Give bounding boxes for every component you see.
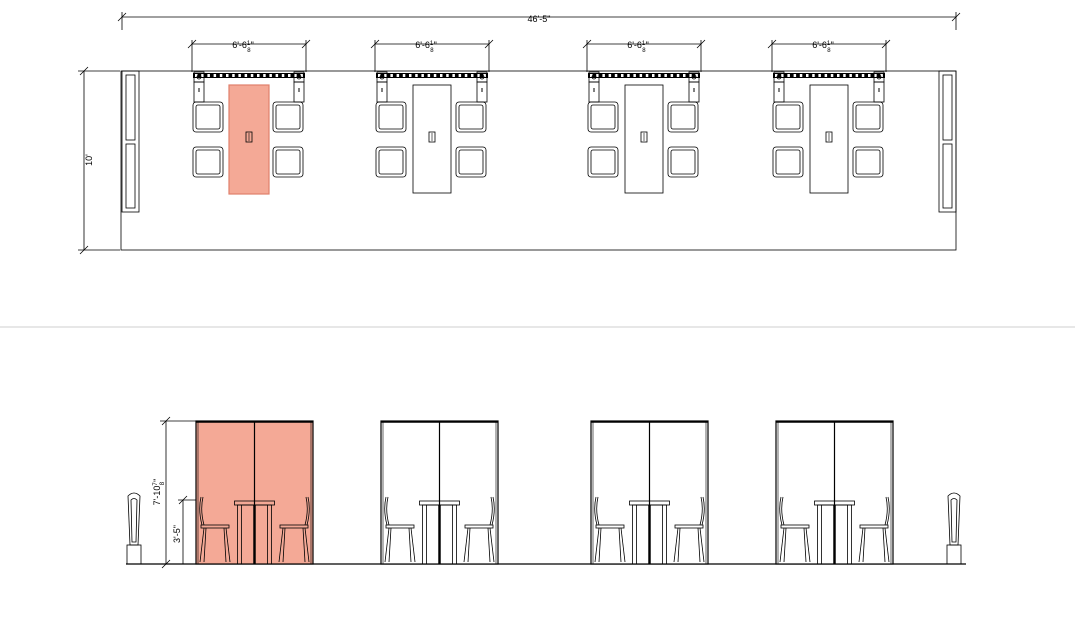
overall-width-label: 46'-5" <box>528 14 551 24</box>
table-front-view <box>629 500 670 565</box>
chairs <box>375 101 487 178</box>
chairs-side-view <box>594 496 705 563</box>
elevation-module-3 <box>590 420 709 565</box>
elevation-modules <box>195 420 894 565</box>
header-rail <box>773 71 885 103</box>
chairs-side-view <box>779 496 890 563</box>
elevation-height-dimension: 7'-1078" <box>152 416 196 569</box>
side-panel-left <box>121 70 140 213</box>
elevation-height-suffix: " <box>152 479 162 482</box>
elevation-height-num: 7 <box>153 482 159 486</box>
side-rack-left-elevation <box>126 492 142 565</box>
overall-width-dimension: 46'-5" <box>117 12 961 30</box>
chairs <box>772 101 884 178</box>
elevation-module-4 <box>775 420 894 565</box>
chairs-side-view <box>199 496 310 563</box>
table-front-view <box>419 500 460 565</box>
conference-table <box>228 84 270 195</box>
power-outlet-icon <box>640 131 648 143</box>
depth-dimension: 10' <box>78 66 120 255</box>
elevation-lower-dimension: 3'-5" <box>172 495 196 564</box>
chairs <box>587 101 699 178</box>
svg-text:7'-1078": 7'-1078" <box>152 479 166 506</box>
elevation-module-2 <box>380 420 499 565</box>
table-front-view <box>814 500 855 565</box>
elevation-module-1 <box>195 420 314 565</box>
side-panel-right <box>938 70 957 213</box>
header-rail <box>193 71 305 103</box>
side-rack-right-elevation <box>946 492 962 565</box>
elevation-lower-label: 3'-5" <box>172 525 182 543</box>
power-outlet-icon <box>825 131 833 143</box>
elevation-height-den: 8 <box>160 481 166 485</box>
chairs <box>192 101 304 178</box>
power-outlet-icon <box>428 131 436 143</box>
elevation-height-main: 7'-10 <box>152 486 162 506</box>
table-front-view <box>234 500 275 565</box>
chairs-side-view <box>384 496 495 563</box>
depth-label: 10' <box>84 154 94 166</box>
power-outlet-icon <box>245 131 253 143</box>
elevation-view: 7'-1078" 3'-5" <box>126 416 966 569</box>
